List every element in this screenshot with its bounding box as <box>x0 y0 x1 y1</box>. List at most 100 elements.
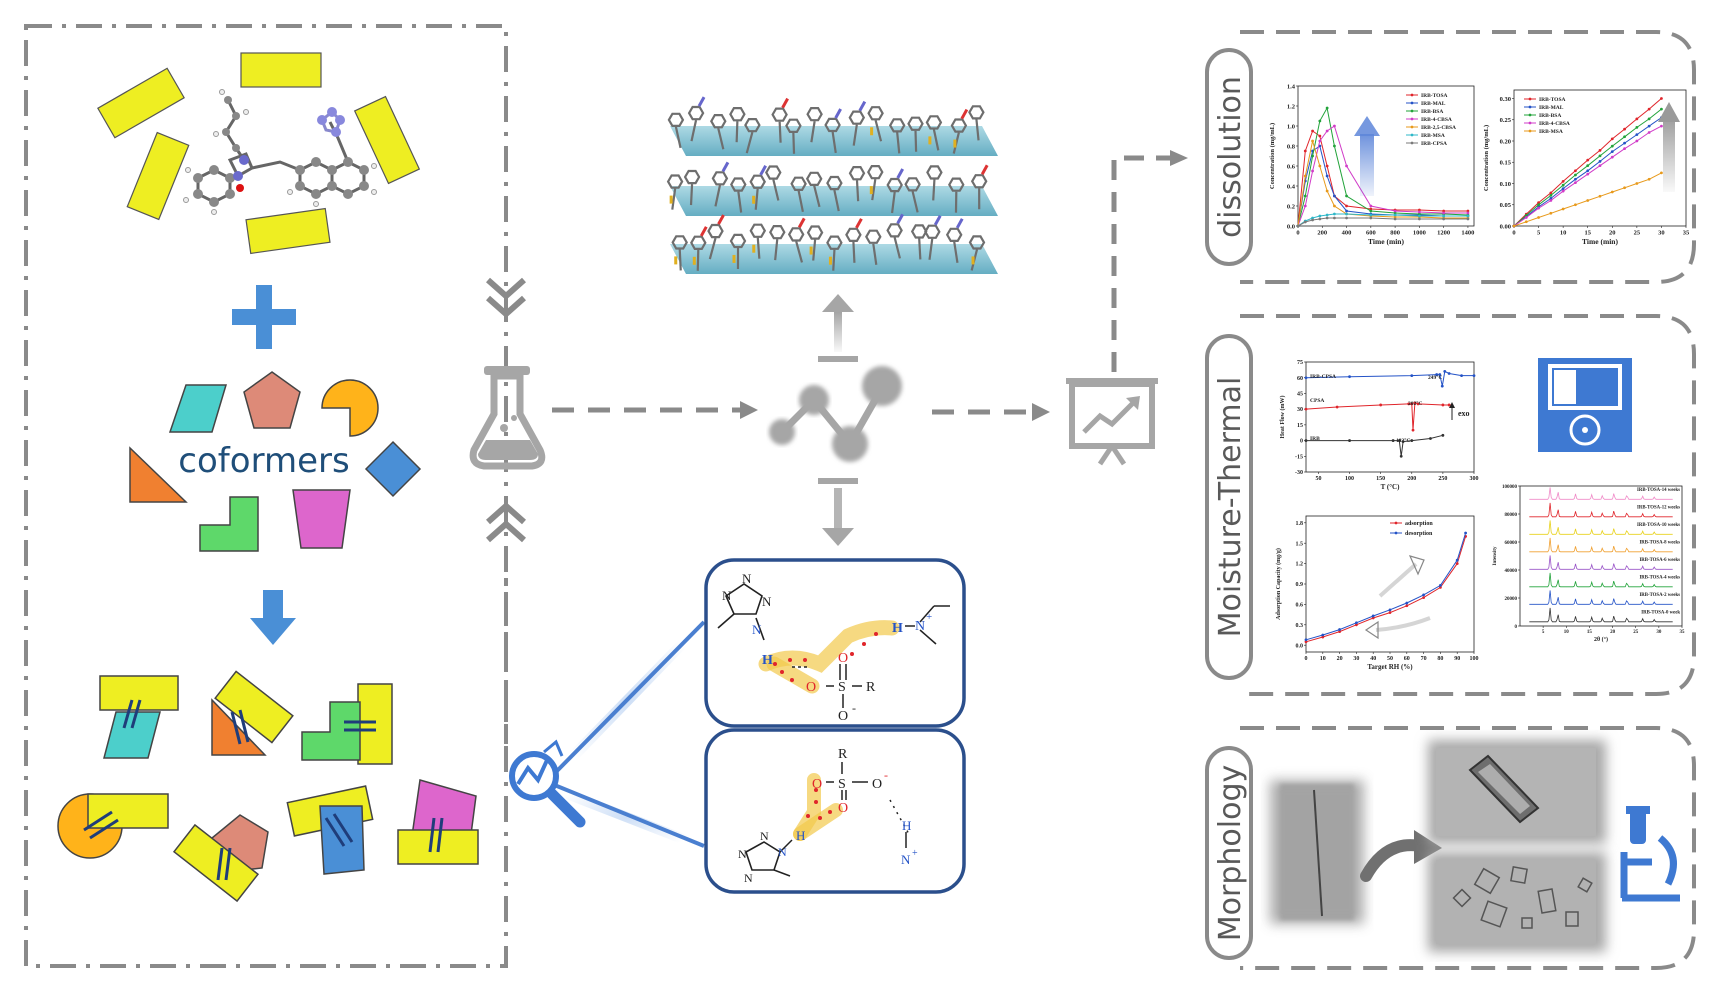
legend-marker <box>1528 97 1532 101</box>
y-tick-label: 0.6 <box>1296 603 1304 609</box>
y-tick-label: 0.8 <box>1287 143 1296 150</box>
data-point <box>1303 194 1307 198</box>
crystal-ring <box>730 177 747 192</box>
y-axis-label: Adsorption Capacity (mg/g) <box>1275 548 1282 620</box>
double-chevron-up-icon <box>486 501 526 543</box>
data-point <box>1442 211 1446 215</box>
y-tick-label: 15 <box>1297 423 1303 429</box>
crystal-ring <box>771 107 788 122</box>
legend-marker <box>1410 109 1414 113</box>
data-point <box>1586 169 1590 173</box>
crystal-ring <box>824 117 841 133</box>
crystal-bond <box>708 237 717 260</box>
molecule-atoms <box>183 89 377 215</box>
down-arrow-icon <box>250 590 296 645</box>
pxrd-pattern <box>1529 487 1673 500</box>
data-point <box>1610 144 1614 148</box>
data-point <box>1391 439 1395 442</box>
y-tick-label: 100000 <box>1502 485 1518 490</box>
crystal-heteroatom <box>855 218 863 229</box>
legend-marker <box>1410 93 1414 97</box>
crystal-heteroatom <box>960 108 969 120</box>
data-point <box>1369 204 1373 208</box>
blue-diamond <box>364 440 422 498</box>
data-point <box>1647 177 1651 181</box>
svg-text:-: - <box>852 701 856 715</box>
x-tick-label: 20 <box>1337 656 1343 662</box>
data-point <box>1410 374 1414 378</box>
x-axis-label: T (°C) <box>1381 483 1400 491</box>
data-point <box>1304 407 1308 411</box>
crystal-ring <box>765 165 782 180</box>
data-point <box>1345 164 1348 168</box>
data-point <box>1647 131 1651 134</box>
crystal-ring <box>907 116 924 131</box>
crystal-bond <box>953 241 959 263</box>
y-tick-label: 1.2 <box>1287 103 1295 110</box>
data-point <box>1635 139 1639 143</box>
y-tick-label: 0.9 <box>1296 582 1304 588</box>
data-point <box>1388 611 1392 614</box>
data-point <box>1304 376 1308 380</box>
y-axis-label: Intensity <box>1493 546 1498 565</box>
crystal-ring <box>749 174 766 189</box>
legend-label: adsorption <box>1405 521 1433 527</box>
crystal-heteroatom <box>933 215 942 226</box>
data-point <box>1660 97 1663 100</box>
y-tick-label: 1.4 <box>1287 83 1296 90</box>
y-tick-label: 1.8 <box>1296 521 1304 527</box>
x-tick-label: 150 <box>1376 476 1385 482</box>
double-chevron-down-icon <box>486 277 526 319</box>
data-point <box>1586 199 1590 202</box>
svg-text:H: H <box>892 621 903 636</box>
x-tick-label: 50 <box>1387 656 1393 662</box>
crystal-bond <box>689 183 694 206</box>
data-point <box>1447 372 1451 375</box>
x-tick-label: 5 <box>1542 630 1545 635</box>
interaction-beams <box>548 618 706 852</box>
dsc-annotation: 249°C <box>1428 374 1442 381</box>
svg-text:N: N <box>915 619 925 634</box>
magnifier-icon <box>509 739 586 828</box>
crystal-heteroatom <box>717 214 725 225</box>
data-point <box>1598 148 1602 152</box>
data-point <box>1311 218 1314 222</box>
crystal-bond <box>813 185 821 208</box>
data-point <box>1355 621 1358 625</box>
legend-label: desorption <box>1405 531 1433 537</box>
desorption-direction-head <box>1364 620 1379 640</box>
crystal-bond <box>928 238 934 260</box>
svg-text:N: N <box>738 847 747 861</box>
data-point <box>1647 117 1651 121</box>
legend-marker <box>1410 117 1414 121</box>
data-point <box>1660 107 1663 111</box>
crystal-ring <box>865 229 882 244</box>
data-point <box>1574 181 1577 185</box>
legend-marker <box>1394 531 1398 535</box>
y-tick-label: 80000 <box>1505 513 1518 518</box>
pxrd-label: IRB-TOSA-2 weeks <box>1639 593 1680 598</box>
data-point <box>1325 216 1329 220</box>
x-tick-label: 20 <box>1609 230 1616 237</box>
api-molecule-group <box>97 52 421 255</box>
data-point <box>1318 134 1322 138</box>
pxrd-pattern <box>1529 502 1673 518</box>
crystal-bond <box>874 119 883 142</box>
svg-text:-: - <box>884 768 888 782</box>
legend-marker <box>1394 521 1398 525</box>
x-axis-label: Time (min) <box>1582 237 1618 246</box>
data-point <box>1369 207 1373 211</box>
svg-text:+: + <box>926 611 932 623</box>
pxrd-label: IRB-TOSA-0 week <box>1641 610 1680 615</box>
data-point <box>1345 204 1348 208</box>
crystal-ring <box>950 118 968 133</box>
legend-marker <box>1528 129 1532 133</box>
data-point <box>1623 186 1626 190</box>
crystal-heteroatom <box>759 165 767 176</box>
data-point <box>1660 171 1663 175</box>
flask-icon <box>469 366 546 470</box>
data-point <box>1318 214 1322 218</box>
